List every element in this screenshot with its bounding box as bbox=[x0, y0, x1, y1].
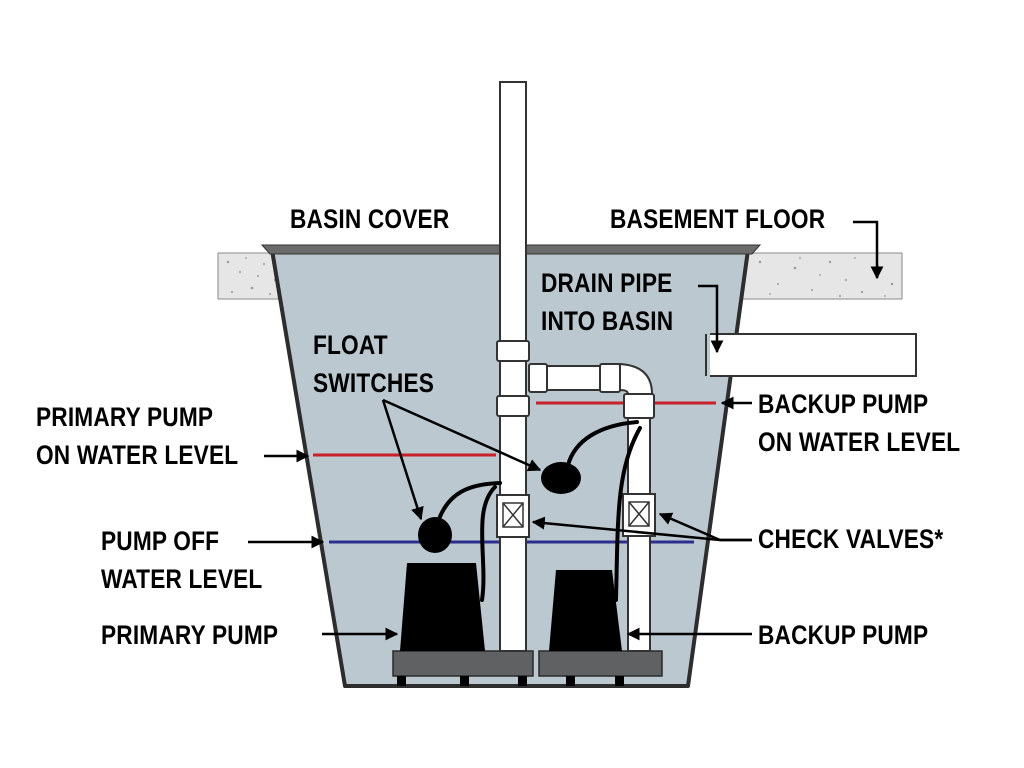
float-switches-label: FLOAT SWITCHES bbox=[313, 330, 435, 398]
primary-pump bbox=[400, 563, 485, 651]
primary-pump-on-level-label: PRIMARY PUMP ON WATER LEVEL bbox=[36, 402, 239, 470]
float-switch-backup bbox=[541, 462, 581, 494]
backup-pump-on-level-label: BACKUP PUMP ON WATER LEVEL bbox=[758, 389, 961, 457]
check-valve-backup bbox=[622, 493, 656, 537]
basin-cover-label: BASIN COVER bbox=[290, 204, 450, 234]
backup-pump bbox=[549, 570, 622, 651]
basement-floor-label: BASEMENT FLOOR bbox=[610, 204, 826, 234]
backup-pump-base bbox=[538, 650, 663, 677]
primary-pump-label: PRIMARY PUMP bbox=[101, 620, 279, 650]
float-switch-primary bbox=[418, 517, 452, 553]
primary-pump-base bbox=[392, 650, 534, 677]
drain-pipe bbox=[702, 330, 917, 380]
check-valve-primary bbox=[496, 494, 530, 538]
pump-off-level-label: PUMP OFF WATER LEVEL bbox=[101, 526, 263, 594]
drain-pipe-label: DRAIN PIPE INTO BASIN bbox=[541, 268, 674, 336]
check-valves-label: CHECK VALVES* bbox=[758, 524, 944, 554]
backup-pump-label: BACKUP PUMP bbox=[758, 620, 929, 650]
discharge-pipe bbox=[496, 81, 655, 652]
